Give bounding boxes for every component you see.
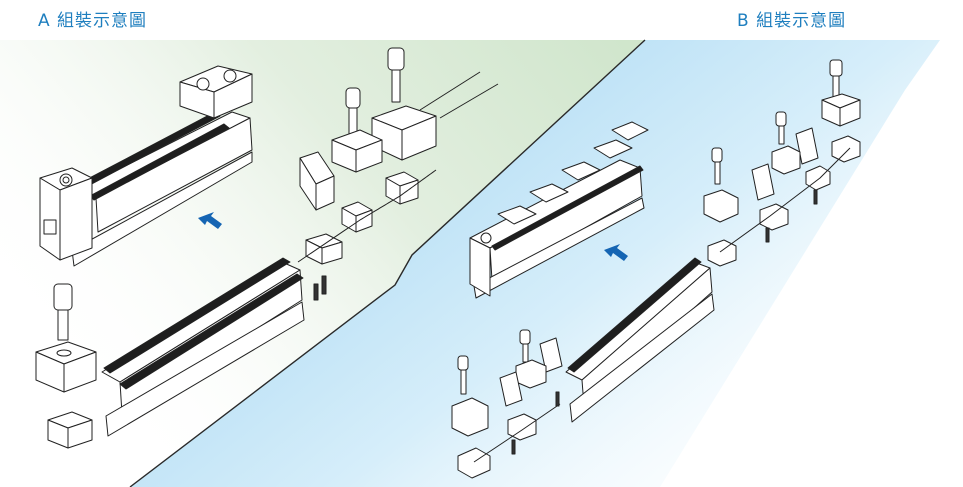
bolt-a-upper-2-shank <box>348 107 358 135</box>
rail-a-serration-1 <box>103 257 291 374</box>
bolt-block-a-lower <box>35 283 97 449</box>
vise-a-serration-2 <box>89 123 230 201</box>
block-b-3 <box>703 189 739 223</box>
exploded-parts-a <box>297 47 499 301</box>
jaw-plate-b-4 <box>499 371 523 407</box>
assembly-line-b-upper <box>719 147 851 253</box>
assembled-vise-a <box>39 65 253 267</box>
jaw-plate-b-2 <box>751 163 775 201</box>
vise-a-front-slot <box>43 219 57 235</box>
bolt-b-3-shank <box>714 161 721 185</box>
rail-a-serration-2 <box>119 273 304 390</box>
vise-b-rail-base <box>473 197 645 299</box>
arrow-up-left-icon <box>198 212 222 229</box>
tnut-b-3 <box>759 203 789 231</box>
assembled-vise-b <box>469 121 649 299</box>
rail-b-serration <box>567 257 702 373</box>
section-b-parts <box>451 59 861 479</box>
block-a-lower-hole <box>56 349 72 357</box>
vise-a-front-block-face <box>39 177 61 261</box>
vise-b-jaw-3 <box>561 161 601 181</box>
screw-b-2 <box>765 227 770 243</box>
bolt-b-5-shank <box>460 369 467 395</box>
block-a-upper-side <box>401 115 437 161</box>
tnut-b-5 <box>507 413 537 441</box>
vise-b-jaw-2 <box>529 183 569 203</box>
screw-b-3 <box>555 391 560 407</box>
bolt-b-1-head <box>829 59 843 77</box>
bolt-b-5-head <box>457 355 469 371</box>
exploded-parts-b-upper <box>703 59 861 267</box>
pin-a-1 <box>419 71 481 111</box>
assembly-line-a <box>297 169 437 263</box>
block-a-mid-side <box>355 139 383 173</box>
panel-divider <box>129 39 646 487</box>
block-b-5 <box>451 397 489 437</box>
bolt-b-4-head <box>519 329 531 345</box>
jaw-plate-a-side <box>299 157 317 211</box>
arrow-up-left-icon-b <box>604 244 628 261</box>
bolt-a-upper-2-head <box>345 87 361 109</box>
vise-b-screw <box>480 232 492 244</box>
bolt-b-2-head <box>775 111 787 127</box>
block-b-2 <box>771 145 801 175</box>
section-a-title: A 組裝示意圖 <box>38 11 148 31</box>
vise-a-rear-screw-2 <box>223 69 237 83</box>
rail-a-base <box>105 301 305 437</box>
section-a-parts <box>35 47 499 449</box>
bolt-b-2-shank <box>778 125 785 145</box>
vise-a-rail-base <box>71 151 253 267</box>
exploded-parts-b-lower <box>451 329 563 479</box>
bolt-b-4-shank <box>522 343 529 363</box>
tnut-b-1 <box>831 135 861 163</box>
vise-b-serration <box>491 165 644 251</box>
screw-b-1 <box>813 189 818 205</box>
vise-a-rear-block-side <box>213 73 253 119</box>
vise-b-front-block-face <box>469 237 491 297</box>
vise-a-screw-socket <box>62 176 70 184</box>
bolt-a-upper-1-head <box>387 47 405 71</box>
tnut-a-lower-side2 <box>67 419 93 449</box>
vise-b-jaw-5 <box>611 121 649 141</box>
screw-a-2 <box>313 283 319 301</box>
tnut-b-6 <box>457 447 491 479</box>
vise-b-jaw-4 <box>593 139 633 159</box>
block-b-1-side <box>839 99 861 127</box>
rail-a <box>101 257 305 437</box>
bolt-a-lower-head <box>53 283 73 311</box>
rail-b <box>565 257 715 423</box>
bolt-a-lower-shank <box>57 309 69 341</box>
block-b-4 <box>515 359 547 389</box>
block-a-lower-side <box>63 351 97 393</box>
screw-a-1 <box>321 275 327 295</box>
vise-a-front-block-side <box>59 177 93 261</box>
bolt-b-3-head <box>711 147 723 163</box>
tnut-b-4 <box>707 239 737 267</box>
bolt-a-upper-1-shank <box>391 69 401 103</box>
rail-b-base <box>569 293 715 423</box>
screw-b-4 <box>511 439 516 455</box>
block-a-low-side <box>321 241 343 265</box>
jaw-plate-b-3 <box>539 337 563 373</box>
pin-a-2 <box>439 83 499 119</box>
section-b-title: B 組裝示意圖 <box>737 11 847 31</box>
vise-a-rear-screw-1 <box>196 77 210 91</box>
assembly-line-b-lower <box>473 403 561 463</box>
vise-b-jaw-1 <box>497 205 537 225</box>
